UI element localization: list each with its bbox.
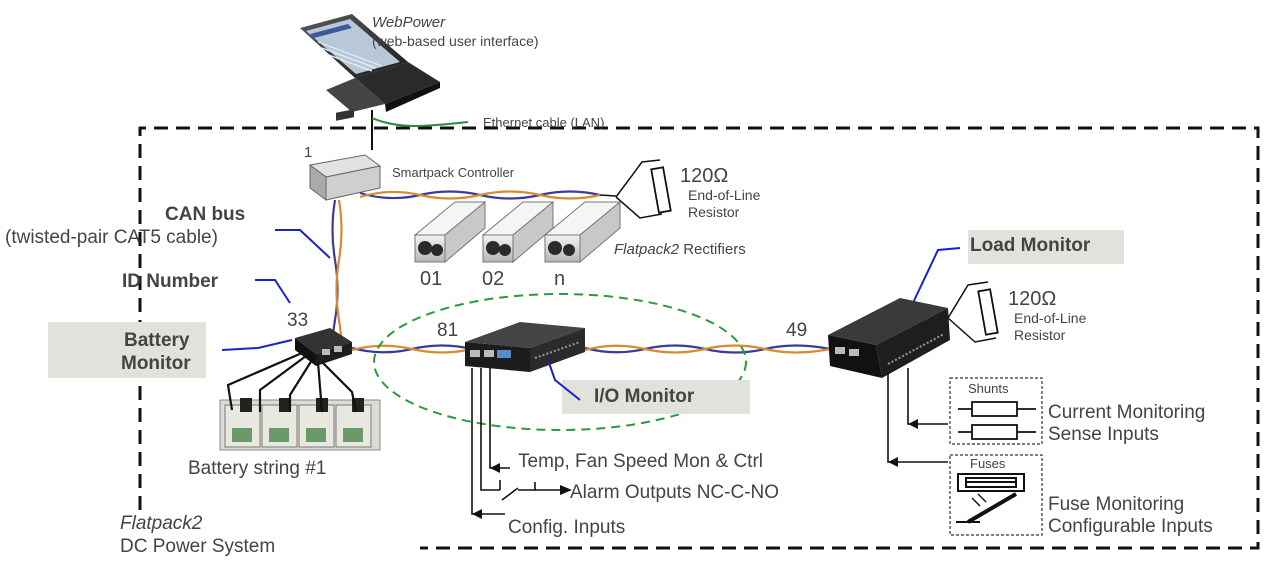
ethernet-cable bbox=[371, 117, 469, 127]
load-monitor-wiring bbox=[887, 368, 948, 463]
temp-arrow-icon bbox=[490, 463, 500, 473]
rectifier-id-02: 02 bbox=[482, 268, 504, 290]
battery-monitor-id: 33 bbox=[287, 310, 308, 331]
fuse-arrow-icon bbox=[888, 457, 898, 467]
load-monitor-id: 49 bbox=[786, 320, 807, 341]
smartpack-controller-icon bbox=[308, 109, 382, 201]
can-cable-bottom bbox=[351, 344, 831, 354]
io-wiring bbox=[471, 368, 510, 515]
ethernet-label: Ethernet cable (LAN) bbox=[483, 115, 604, 130]
io-monitor-id: 81 bbox=[437, 320, 458, 341]
shunt-resistor-icons bbox=[958, 401, 1036, 440]
io-temp-label: Temp, Fan Speed Mon & Ctrl bbox=[518, 451, 763, 472]
io-monitor-label-bg bbox=[562, 380, 750, 414]
load-monitor-callout bbox=[911, 247, 961, 306]
shunts-box-label: Shunts bbox=[968, 381, 1009, 396]
battery-string-label: Battery string #1 bbox=[188, 458, 326, 479]
can-bus-callout bbox=[275, 229, 331, 259]
smartpack-id: 1 bbox=[304, 144, 312, 161]
load-monitor-label: Load Monitor bbox=[970, 235, 1091, 256]
io-monitor-callout bbox=[547, 359, 581, 401]
config-arrow-icon bbox=[472, 509, 482, 519]
io-monitor-label: I/O Monitor bbox=[594, 386, 695, 407]
fuses-line2: Configurable Inputs bbox=[1048, 516, 1213, 537]
io-config-label: Config. Inputs bbox=[508, 517, 625, 538]
can-cable-top bbox=[359, 190, 617, 200]
top-resistor-line1: End-of-Line bbox=[688, 187, 761, 203]
can-cable-vertical bbox=[331, 199, 343, 347]
rectifier-id-01: 01 bbox=[420, 268, 442, 290]
system-name: Flatpack2 bbox=[120, 513, 203, 534]
rectifier-n-icon bbox=[543, 200, 622, 264]
shunts-line2: Sense Inputs bbox=[1048, 424, 1159, 445]
fuses-line1: Fuse Monitoring bbox=[1048, 494, 1184, 515]
rectifier-id-n: n bbox=[554, 268, 565, 290]
battery-sense-wires bbox=[226, 351, 358, 413]
system-boundary bbox=[138, 126, 1260, 550]
can-bus-title: CAN bus bbox=[165, 204, 245, 225]
load-resistor-icon bbox=[947, 281, 999, 343]
io-monitor-highlight bbox=[373, 293, 747, 431]
battery-string-icon bbox=[219, 398, 381, 451]
load-resistor-line1: End-of-Line bbox=[1014, 310, 1087, 326]
battery-monitor-line2: Monitor bbox=[121, 353, 191, 374]
load-monitor-label-bg bbox=[968, 230, 1124, 264]
load-resistor-value: 120Ω bbox=[1008, 288, 1056, 310]
battery-monitor-icon bbox=[295, 328, 352, 366]
load-resistor-line2: Resistor bbox=[1014, 327, 1066, 343]
shunts-line1: Current Monitoring bbox=[1048, 402, 1205, 423]
battery-monitor-callout bbox=[221, 339, 293, 351]
webpower-description: (web-based user interface) bbox=[372, 33, 539, 49]
top-resistor-value: 120Ω bbox=[680, 165, 728, 187]
id-number-label: ID Number bbox=[122, 271, 219, 292]
rectifiers-label: Flatpack2 Rectifiers bbox=[614, 241, 746, 258]
rectifier-02-icon bbox=[481, 200, 555, 264]
load-monitor-icon bbox=[828, 298, 950, 378]
can-bus-subtitle: (twisted-pair CAT5 cable) bbox=[5, 227, 218, 248]
shunts-box bbox=[949, 377, 1043, 445]
top-resistor-line2: Resistor bbox=[688, 204, 740, 220]
rectifier-01-icon bbox=[413, 200, 487, 264]
io-monitor-icon bbox=[465, 322, 585, 372]
rectifiers-label-suffix: Rectifiers bbox=[679, 241, 746, 258]
battery-monitor-line1: Battery bbox=[124, 330, 190, 351]
rectifiers-label-name: Flatpack2 bbox=[614, 241, 680, 258]
webpower-title: WebPower bbox=[372, 14, 446, 31]
system-description: DC Power System bbox=[120, 536, 275, 557]
fuses-box-label: Fuses bbox=[970, 456, 1006, 471]
fuses-box bbox=[949, 454, 1043, 536]
top-resistor-icon bbox=[615, 159, 672, 219]
laptop-icon bbox=[300, 14, 440, 112]
id-number-callout bbox=[255, 279, 291, 304]
fuse-icon bbox=[956, 473, 1025, 524]
alarm-relay-icon bbox=[499, 480, 572, 501]
battery-monitor-label-bg bbox=[48, 322, 206, 378]
io-alarm-label: Alarm Outputs NC-C-NO bbox=[570, 482, 779, 503]
shunt-arrow-icon bbox=[908, 419, 918, 429]
smartpack-label: Smartpack Controller bbox=[392, 165, 515, 180]
